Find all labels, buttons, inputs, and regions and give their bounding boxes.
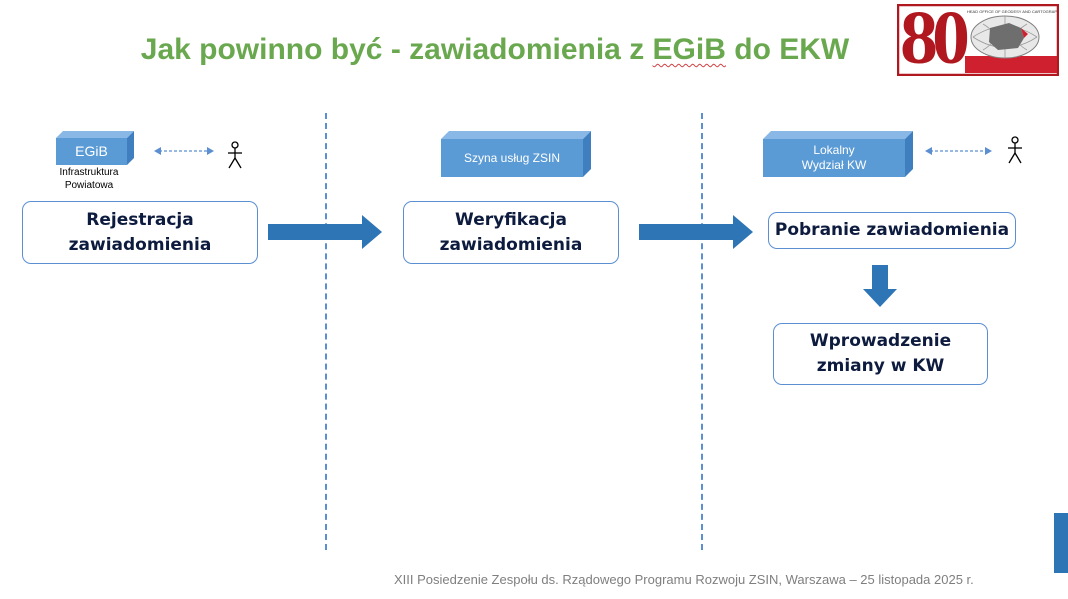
title-prefix: Jak powinno być - zawiadomienia z — [140, 33, 653, 66]
process-box-rejestracja: Rejestracja zawiadomienia — [22, 201, 258, 264]
right-arrow-icon — [268, 215, 382, 254]
process-label-weryfikacja: Weryfikacja zawiadomienia — [439, 209, 583, 255]
logo-number: 80 — [900, 0, 970, 80]
system-label-szyna: Szyna usług ZSIN — [441, 139, 583, 177]
down-arrow-icon — [863, 265, 897, 312]
right-arrow-icon — [639, 215, 753, 254]
slide-footer: XIII Posiedzenie Zespołu ds. Rządowego P… — [394, 572, 974, 587]
system-label-egib: EGiB — [56, 138, 127, 165]
title-suffix: do EKW — [725, 33, 850, 66]
title-egib: EGiB — [652, 33, 726, 66]
system-box-egib: EGiB — [56, 131, 134, 165]
process-box-wprowadzenie: Wprowadzenie zmiany w KW — [773, 323, 988, 385]
process-label-rejestracja: Rejestracja zawiadomienia — [68, 209, 212, 255]
system-box-kw: Lokalny Wydział KW — [763, 131, 913, 177]
edge-accent-bar — [1054, 513, 1068, 573]
column-divider-2 — [701, 113, 703, 550]
gugik-80-logo: 80 HEAD OFFICE OF GEODESY AND CARTOGRAPH… — [896, 0, 1060, 78]
logo-caption: HEAD OFFICE OF GEODESY AND CARTOGRAPHY — [967, 9, 1057, 14]
system-box-szyna: Szyna usług ZSIN — [441, 131, 591, 177]
column-divider-1 — [325, 113, 327, 550]
slide-title: Jak powinno być - zawiadomienia z EGiB d… — [0, 33, 990, 67]
double-arrow-icon — [154, 144, 214, 162]
process-box-weryfikacja: Weryfikacja zawiadomienia — [403, 201, 619, 264]
system-sublabel-egib: Infrastruktura Powiatowa — [59, 167, 119, 191]
person-icon — [226, 141, 244, 174]
process-label-pobranie: Pobranie zawiadomienia — [774, 220, 1010, 240]
process-label-wprowadzenie: Wprowadzenie zmiany w KW — [809, 331, 952, 376]
double-arrow-icon — [925, 144, 992, 162]
process-box-pobranie: Pobranie zawiadomienia — [768, 212, 1016, 249]
system-label-kw: Lokalny Wydział KW — [763, 139, 905, 177]
person-icon — [1006, 136, 1024, 169]
